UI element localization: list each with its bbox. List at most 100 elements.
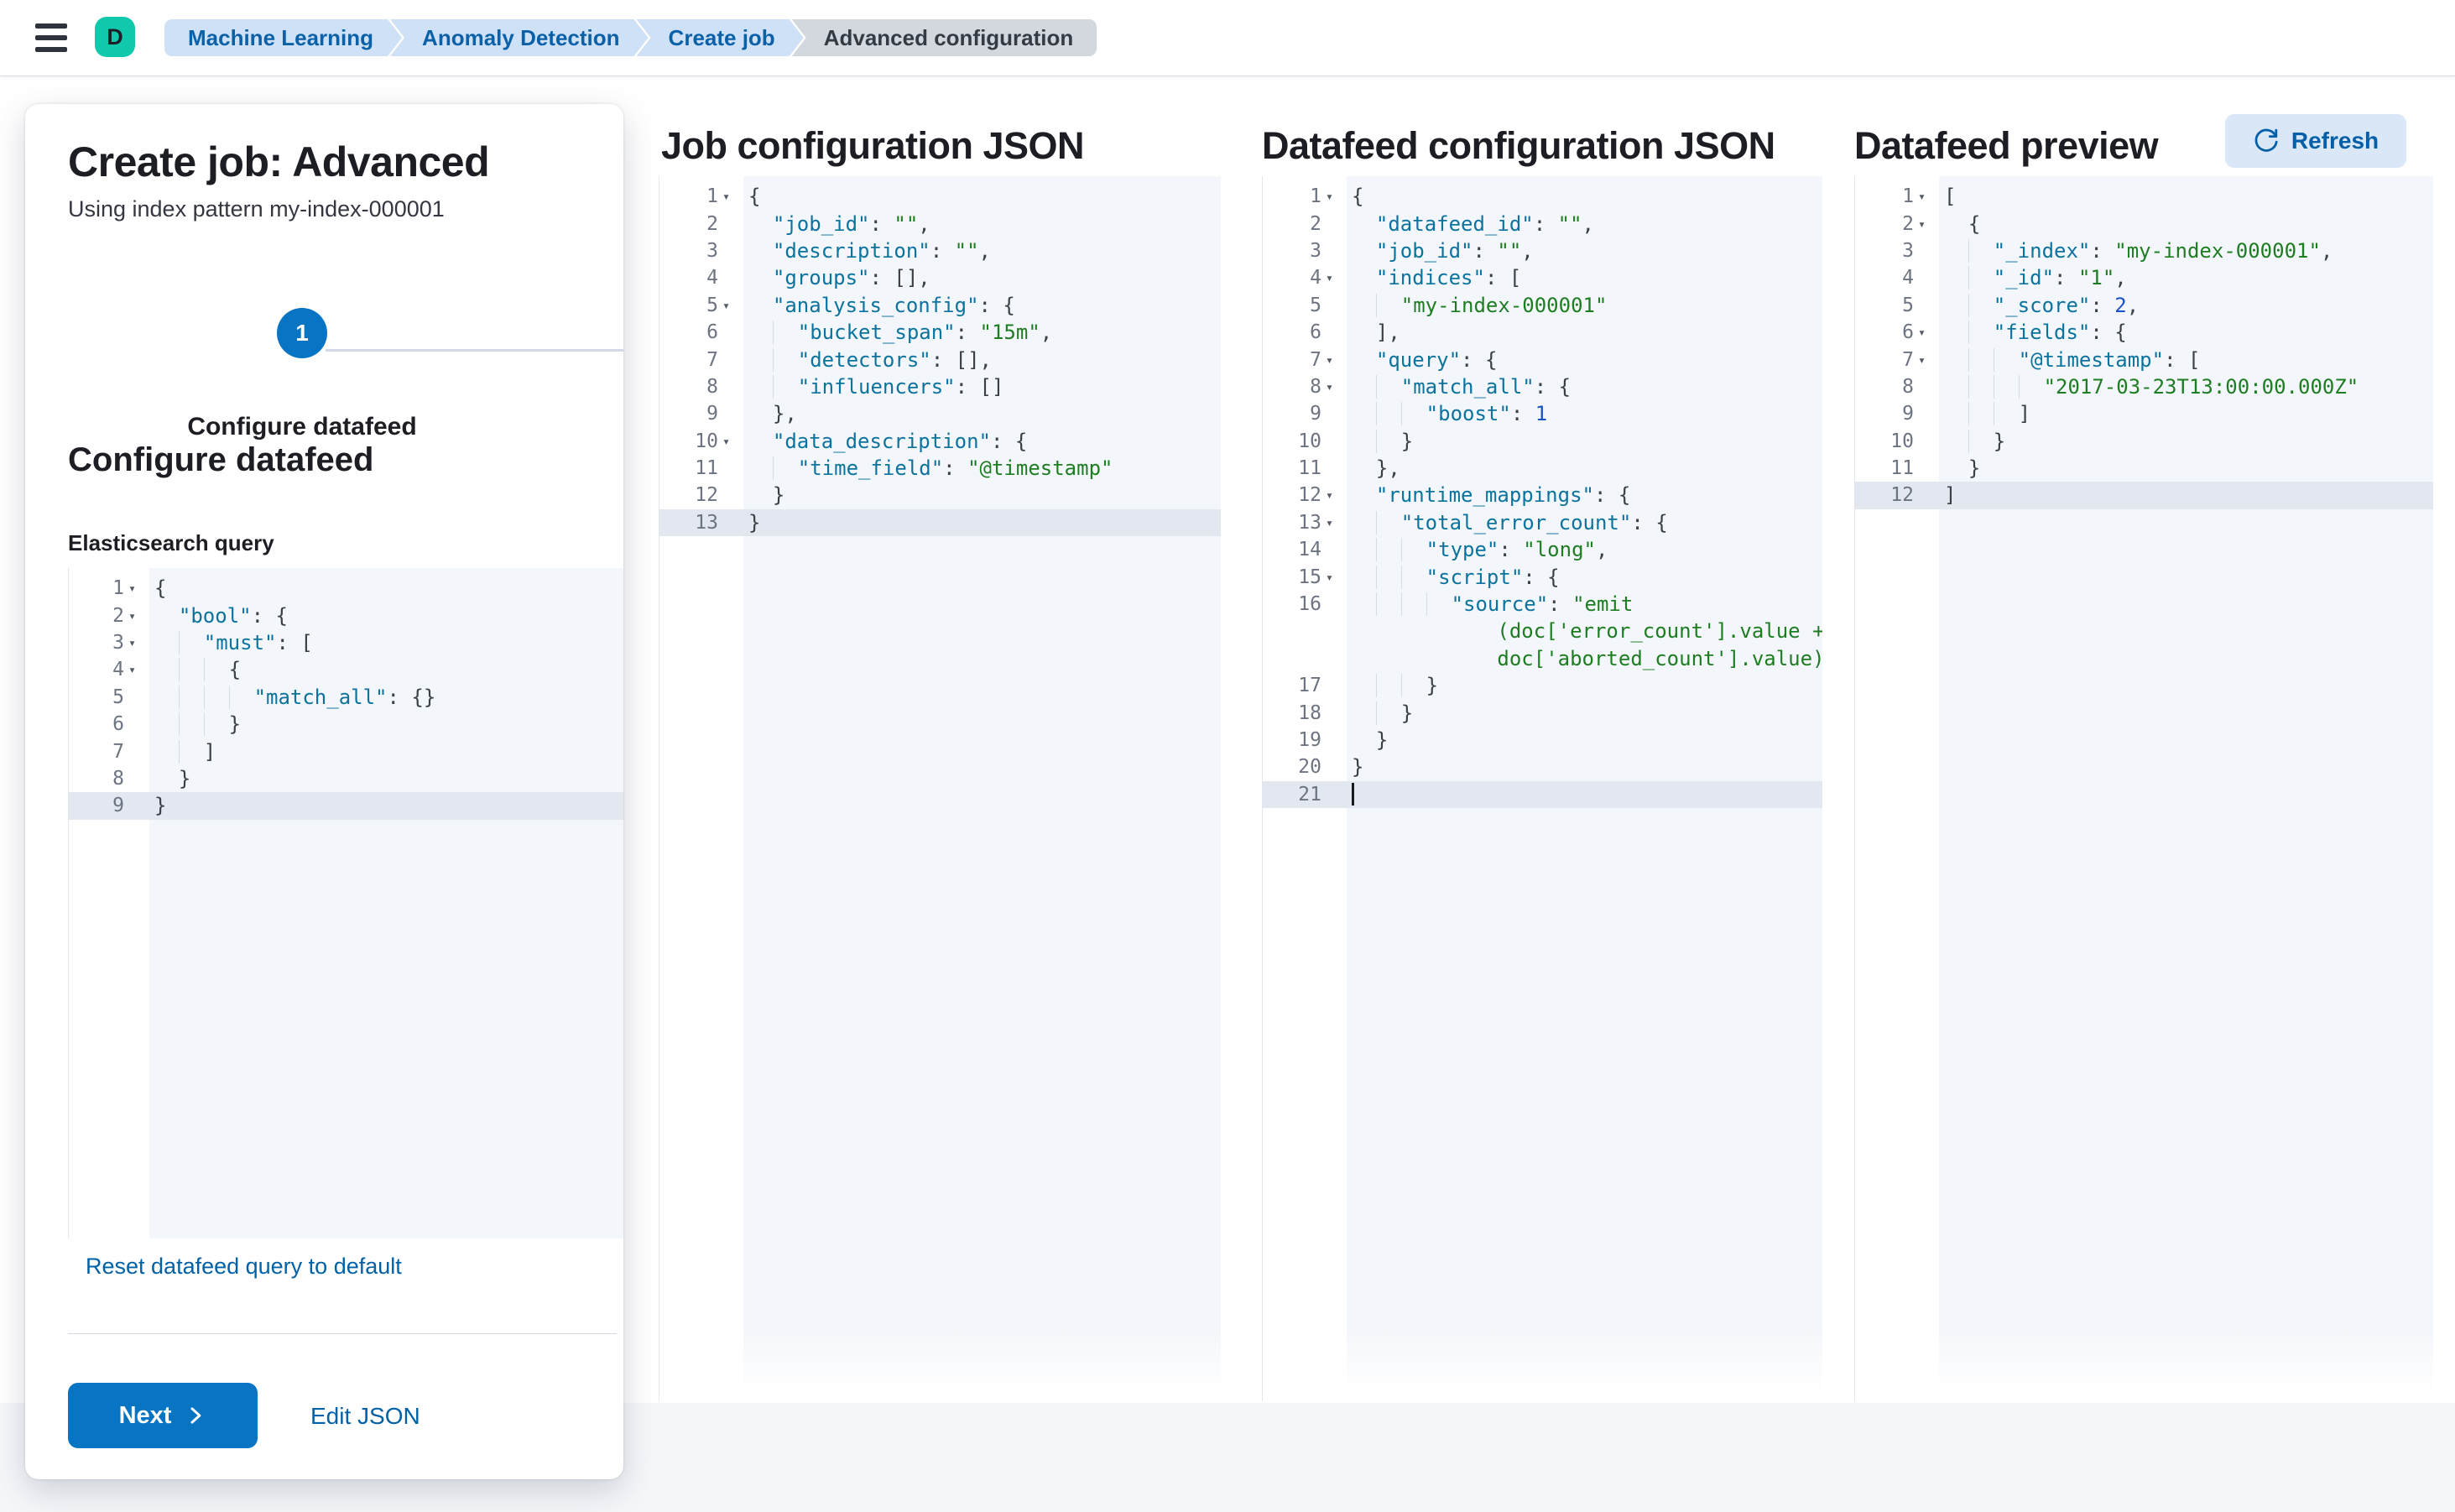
fold-toggle-icon[interactable]: ▾	[1918, 189, 1926, 205]
fold-toggle-icon[interactable]: ▾	[1918, 352, 1926, 368]
edit-json-link[interactable]: Edit JSON	[310, 1403, 420, 1429]
indent-guide	[1994, 374, 2020, 399]
job-config-json-editor[interactable]: 1▾{2"job_id": "",3"description": "",4"gr…	[659, 176, 1221, 1401]
line-number: 12	[695, 484, 718, 507]
editor-line: 19}	[1263, 727, 1822, 753]
code-token: "job_id"	[772, 211, 870, 236]
code-token: {	[1352, 185, 1364, 209]
editor-line: 5"my-index-000001"	[1263, 292, 1822, 319]
fold-toggle-icon[interactable]: ▾	[1326, 487, 1334, 503]
indent-guide	[1352, 510, 1377, 534]
indent-guide	[154, 630, 180, 654]
indent-guide	[1377, 402, 1402, 426]
code-token: : {	[978, 293, 1015, 317]
code-token: ,	[2114, 266, 2127, 290]
indent-guide	[1944, 374, 1969, 399]
code-token: "_id"	[1993, 266, 2055, 290]
editor-line: 11"time_field": "@timestamp"	[659, 455, 1221, 482]
editor-line: 8"influencers": []	[659, 373, 1221, 400]
fold-toggle-icon[interactable]: ▾	[1326, 514, 1334, 530]
code-token: ,	[2126, 293, 2140, 317]
line-number: 5	[1310, 294, 1321, 316]
editor-line: 4"groups": [],	[659, 264, 1221, 291]
code-token: : {	[1593, 483, 1631, 508]
indent-guide	[1377, 674, 1402, 698]
code-token: : [	[276, 630, 313, 654]
indent-guide	[1352, 429, 1377, 453]
line-number: 1	[706, 185, 718, 208]
fold-toggle-icon[interactable]: ▾	[722, 189, 731, 205]
editor-line: 15▾"script": {	[1263, 563, 1822, 590]
fold-toggle-icon[interactable]: ▾	[128, 607, 137, 623]
fold-toggle-icon[interactable]: ▾	[722, 433, 731, 449]
code-token: {	[154, 576, 167, 601]
code-token: :	[955, 321, 980, 345]
datafeed-config-json-editor[interactable]: 1▾{2"datafeed_id": "",3"job_id": "",4▾"i…	[1262, 176, 1822, 1401]
fold-toggle-icon[interactable]: ▾	[128, 662, 137, 678]
step-1-indicator[interactable]: 1	[277, 308, 327, 358]
code-token: ,	[918, 211, 930, 236]
reset-datafeed-query-link[interactable]: Reset datafeed query to default	[86, 1254, 402, 1279]
editor-line: 12▾"runtime_mappings": {	[1263, 482, 1822, 508]
line-number: 5	[1902, 294, 1914, 316]
editor-line: 10}	[1855, 428, 2433, 455]
avatar[interactable]: D	[95, 17, 135, 57]
editor-line: 5▾"analysis_config": {	[659, 292, 1221, 319]
editor-line: 8▾"match_all": {	[1263, 373, 1822, 400]
editor-line: 16"source": "emit	[1263, 591, 1822, 618]
code-token: }	[748, 510, 761, 534]
editor-line: 7]	[69, 738, 623, 764]
code-token: : {	[990, 429, 1028, 453]
editor-line: 1▾{	[659, 183, 1221, 210]
code-token: "bool"	[178, 603, 252, 628]
line-number: 7	[112, 740, 124, 763]
indent-guide	[1352, 374, 1377, 399]
code-token: }	[1400, 701, 1414, 725]
fold-toggle-icon[interactable]: ▾	[1326, 378, 1334, 394]
indent-guide	[1944, 429, 1969, 453]
editor-line: 9]	[1855, 400, 2433, 427]
fold-toggle-icon[interactable]: ▾	[722, 297, 731, 313]
fold-toggle-icon[interactable]: ▾	[128, 581, 137, 597]
menu-icon[interactable]	[35, 23, 67, 52]
code-token: "data_description"	[772, 429, 991, 453]
code-token: :	[2090, 293, 2115, 317]
line-number: 5	[706, 294, 718, 316]
code-token: :	[1533, 211, 1558, 236]
line-number: 4	[1310, 267, 1321, 289]
breadcrumb-item-create-job[interactable]: Create job	[637, 19, 804, 56]
line-number: 11	[695, 457, 718, 480]
editor-line: 13▾"total_error_count": {	[1263, 509, 1822, 536]
code-token: : [	[2164, 347, 2201, 372]
line-number: 20	[1298, 756, 1321, 779]
indent-guide	[1352, 402, 1377, 426]
line-number: 9	[1902, 403, 1914, 425]
code-token: :	[2054, 266, 2078, 290]
code-token: "2017-03-23T13:00:00.000Z"	[2043, 374, 2359, 399]
fold-toggle-icon[interactable]: ▾	[1326, 352, 1334, 368]
next-button[interactable]: Next	[68, 1383, 258, 1448]
fold-toggle-icon[interactable]: ▾	[1326, 569, 1334, 585]
fold-toggle-icon[interactable]: ▾	[1326, 189, 1334, 205]
fold-toggle-icon[interactable]: ▾	[1326, 270, 1334, 286]
elasticsearch-query-editor[interactable]: 1▾{2▾"bool": {3▾"must": [4▾{5"match_all"…	[68, 568, 623, 1238]
code-token: "15m"	[979, 321, 1040, 345]
line-number: 9	[1310, 403, 1321, 425]
fold-toggle-icon[interactable]: ▾	[128, 634, 137, 650]
code-token: "description"	[772, 238, 930, 263]
breadcrumb-item-machine-learning[interactable]: Machine Learning	[164, 19, 402, 56]
code-token: ""	[954, 238, 979, 263]
refresh-button[interactable]: Refresh	[2225, 114, 2406, 168]
editor-line: 7▾"query": {	[1263, 346, 1822, 373]
breadcrumb-item-anomaly-detection[interactable]: Anomaly Detection	[390, 19, 649, 56]
line-number: 3	[112, 631, 124, 654]
datafeed-preview-editor[interactable]: 1▾[2▾{3"_index": "my-index-000001",4"_id…	[1854, 176, 2433, 1401]
code-token: ""	[1557, 211, 1582, 236]
fold-toggle-icon[interactable]: ▾	[1918, 216, 1926, 232]
create-job-flyout: Create job: Advanced Using index pattern…	[25, 104, 623, 1479]
editor-line: 7▾"@timestamp": [	[1855, 346, 2433, 373]
line-number: 13	[1298, 511, 1321, 534]
indent-guide	[748, 456, 774, 481]
fold-toggle-icon[interactable]: ▾	[1918, 325, 1926, 341]
